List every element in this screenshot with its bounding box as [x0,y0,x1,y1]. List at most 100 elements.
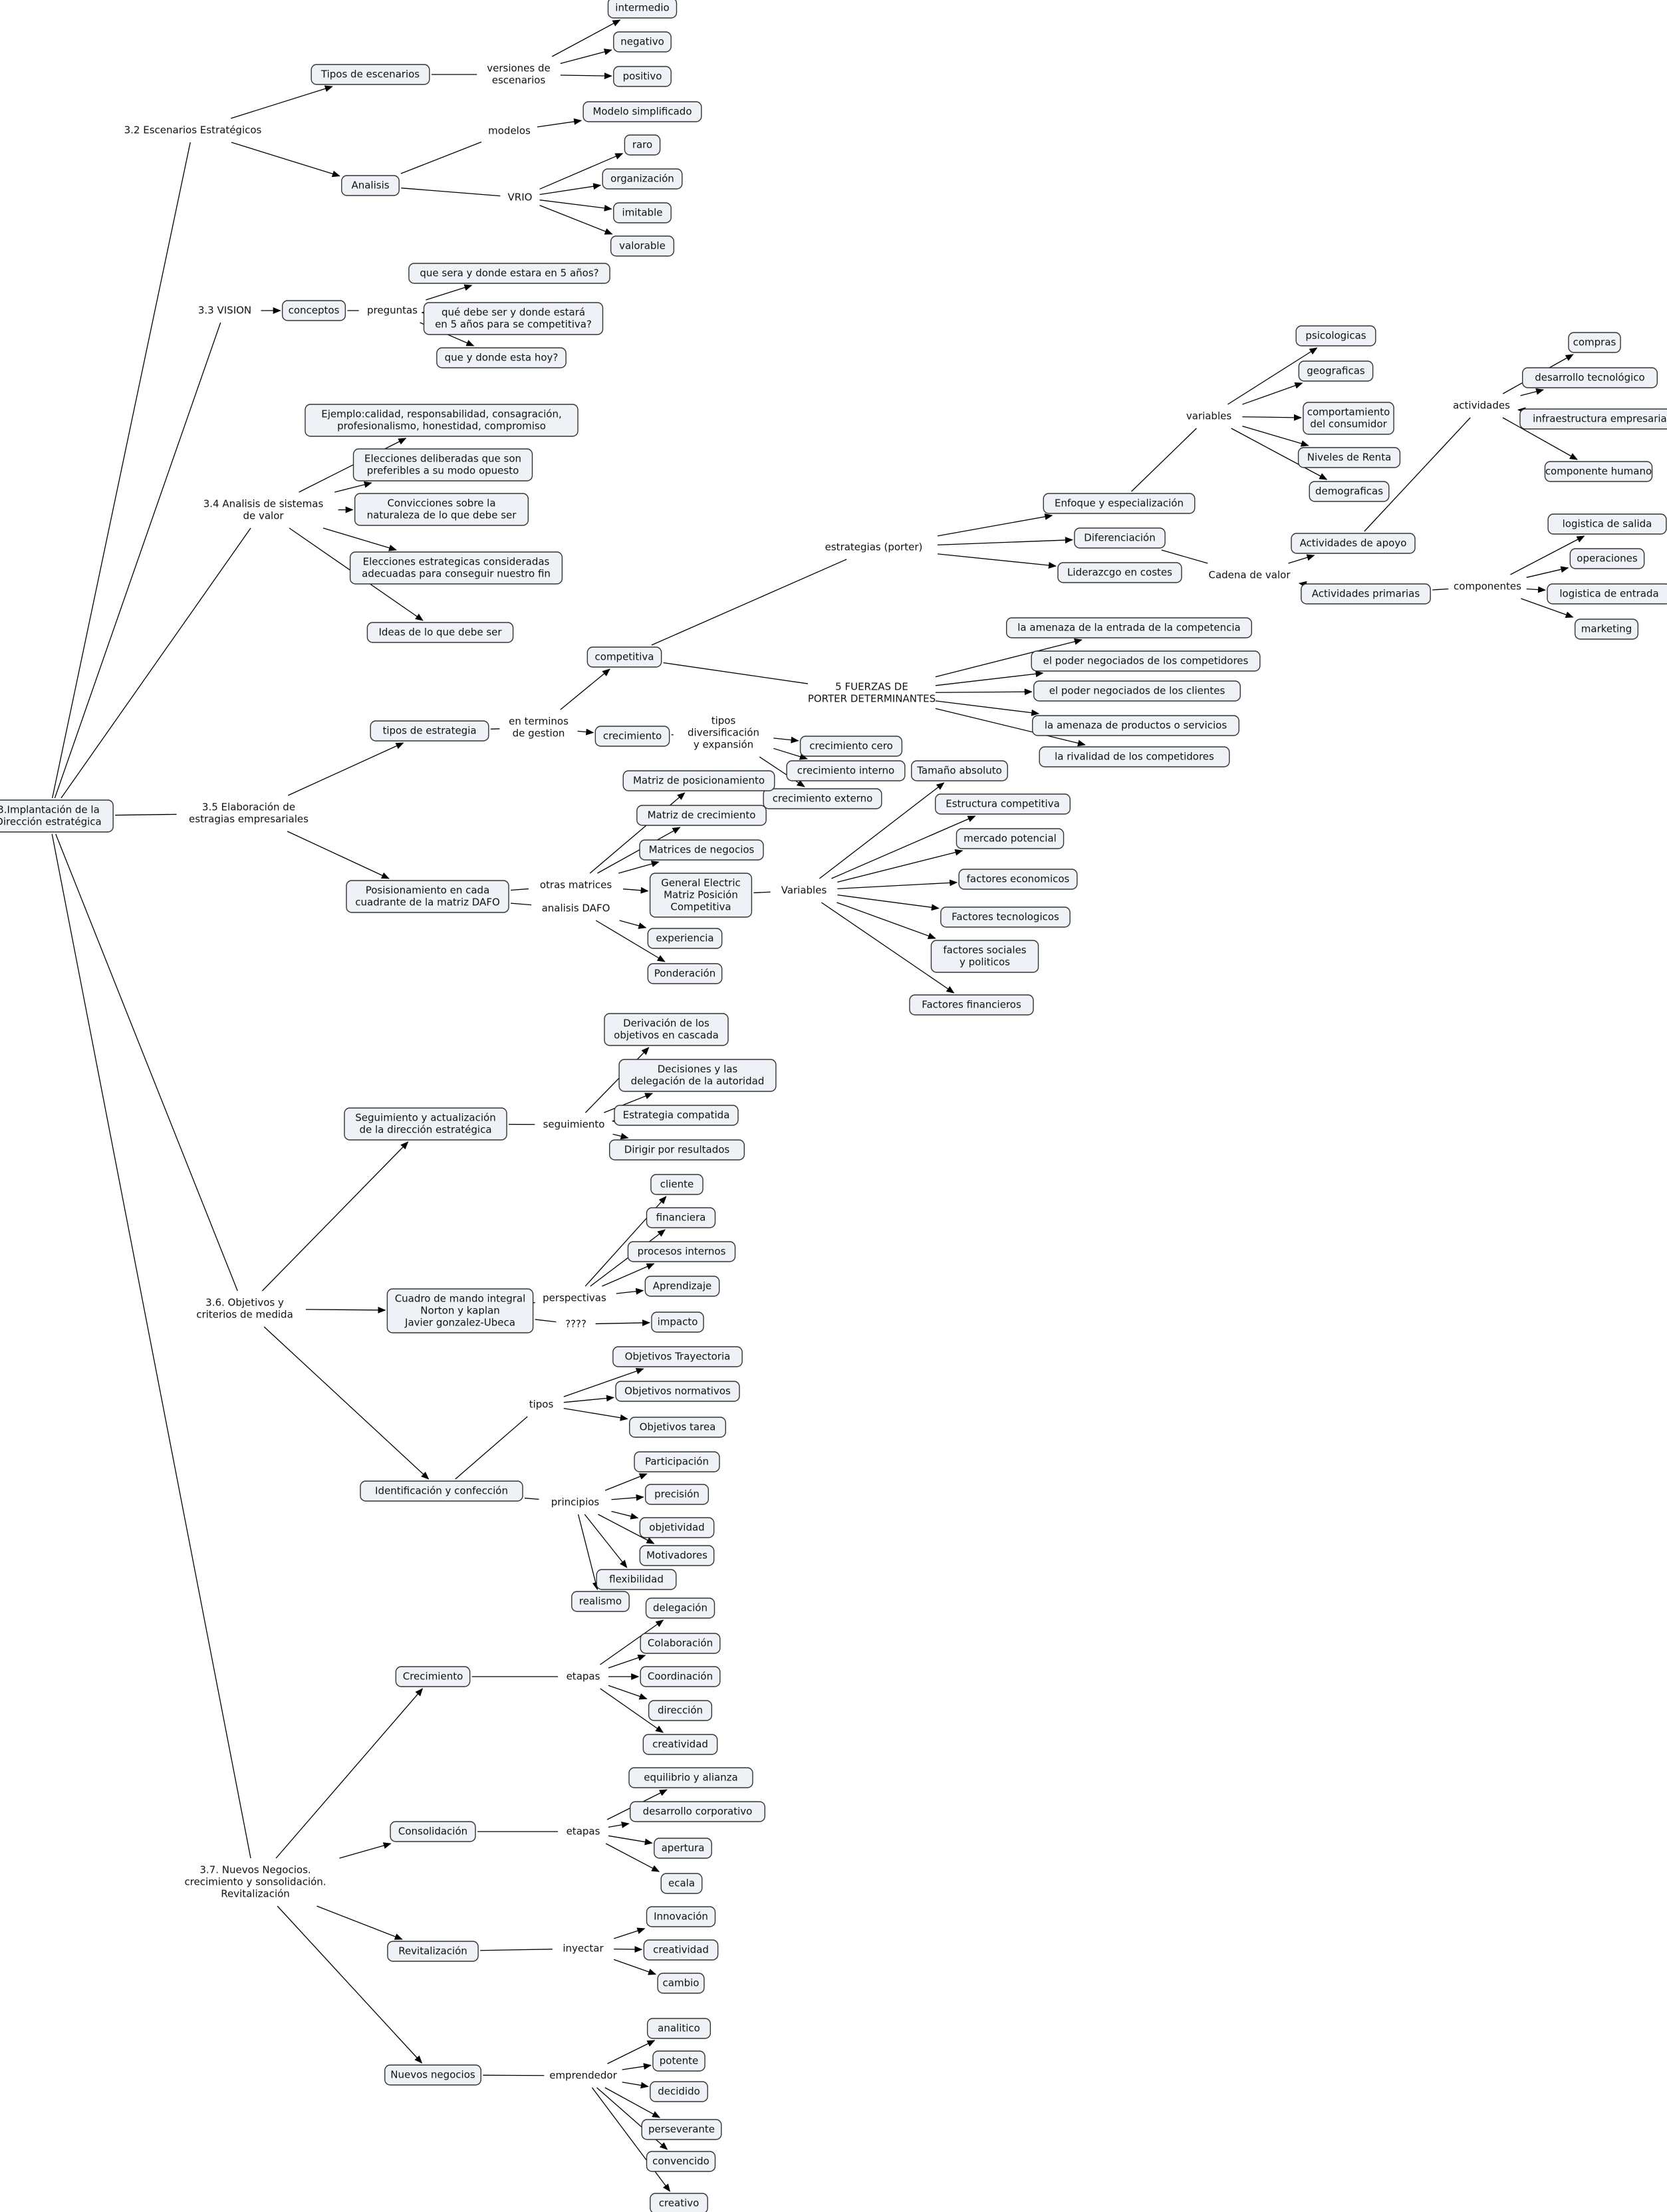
concept-box-creatividad2: creatividad [643,1939,719,1961]
node-label: impacto [658,1316,698,1328]
concept-box-negativo: negativo [613,31,672,53]
node-label: Innovación [654,1911,708,1923]
edge-valor-to-v4 [322,527,397,551]
node-label: competitiva [595,651,654,663]
concept-box-act-prim: Actividades primarias [1301,583,1431,605]
box-shape [622,770,775,791]
edge-tipos-obj-to-o2 [563,1395,614,1403]
box-shape [586,646,662,668]
label-backdrop [487,124,531,138]
node-label: perseverante [648,2124,715,2136]
edge-esc-to-analisis [231,142,340,178]
box-shape [582,101,702,122]
concept-box-precision: precisión [644,1484,709,1505]
node-label: crecimiento cero [809,740,893,752]
concept-box-act-apoyo: Actividades de apoyo [1291,533,1416,554]
concept-box-mercado: mercado potencial [956,828,1065,849]
concept-box-crec-externo: crecimiento externo [763,788,882,809]
box-shape [639,1517,715,1538]
edge-seguimiento-to-s4 [612,1133,629,1140]
label-backdrop [563,1317,589,1331]
concept-box-fact-tec: Factores tecnologicos [940,906,1071,928]
node-label: Cadena de valor [1209,569,1291,581]
concept-box-tipos-estr: tipos de estrategia [370,720,489,742]
box-shape [1547,513,1667,535]
concept-box-n-revit: Revitalización [387,1941,479,1962]
edge-etapas2-to-des-corp [608,1821,630,1828]
concept-box-procesos: procesos internos [627,1241,736,1262]
box-shape [1547,583,1667,605]
edge-estr-porter-to-liderazgo [937,553,1057,569]
node-label: creatividad [653,1944,709,1956]
box-shape [634,1451,720,1472]
box-shape [349,551,563,585]
concept-box-ponderacion: Ponderación [647,963,723,984]
edge-principios-to-flexibilidad [584,1514,628,1568]
link-label-actividades: actividades [1449,399,1514,412]
node-label: Motivadores [646,1550,707,1562]
label-backdrop [506,715,571,740]
node-label: preguntas [367,305,418,317]
node-label: positivo [623,70,662,82]
edge-act-prim-to-componentes [1432,588,1449,591]
node-label: analisis DAFO [542,902,610,914]
edge-cadena-to-act-apoyo [1288,554,1315,564]
box-shape [650,1174,704,1195]
edge-objetivos-to-seguim-box [261,1141,409,1292]
box-shape [1301,583,1431,605]
box-shape [647,928,723,949]
concept-box-s3: Estrategia compatida [614,1105,739,1126]
node-label: Coordinación [648,1671,713,1683]
concept-box-motivadores: Motivadores [639,1545,715,1566]
edge-tipos-obj-to-o1 [563,1367,644,1397]
link-label-etapas1: etapas [565,1670,602,1683]
node-label: dirección [658,1705,703,1717]
edge-root-to-esc [52,142,191,799]
concept-box-f4: la amenaza de productos o servicios [1032,715,1239,736]
concept-box-aprendizaje: Aprendizaje [644,1276,720,1297]
concept-box-geograficas: geograficas [1298,360,1374,382]
box-shape [615,1381,740,1402]
label-backdrop [565,1825,602,1838]
edge-analisis-to-vrio [401,188,501,197]
node-label: principios [551,1496,600,1508]
edge-otras-matrices-to-ge [623,887,649,894]
node-label: Colaboración [648,1637,713,1649]
node-label: otras matrices [540,879,612,891]
edge-componentes-to-operaciones [1526,566,1569,578]
edge-objetivos-to-ident [263,1326,430,1480]
node-label: la amenaza de la entrada de la competenc… [1017,622,1240,634]
link-label-principios: principios [545,1496,605,1509]
node-label: Consolidación [398,1826,467,1838]
box-shape [1569,548,1645,569]
box-shape [607,0,678,19]
concept-box-direccion: dirección [648,1700,713,1721]
edge-variables2-to-fact-tec [837,895,940,911]
edge-variables2-to-tam-abs [819,782,945,879]
edge-fuerzas-to-f5 [935,708,1086,747]
concept-box-demograficas: demograficas [1309,481,1390,502]
node-label: inyectar [563,1943,604,1955]
node-label: Diferenciación [1084,532,1156,544]
concept-box-m-neg: Matrices de negocios [639,839,764,861]
concept-box-f5: la rivalidad de los competidores [1039,746,1230,767]
link-label-esc: 3.2 Escenarios Estratégicos [116,124,270,137]
concept-box-objetividad: objetividad [639,1517,715,1538]
concept-box-desarrollo-tec: desarrollo tecnológico [1521,367,1658,388]
concept-box-log-salida: logistica de salida [1547,513,1667,535]
link-label-estr-porter: estrategias (porter) [817,541,931,554]
concept-box-crec-cero: crecimiento cero [799,736,903,757]
label-backdrop [507,191,533,204]
box-shape [1519,408,1667,430]
box-shape [651,1312,704,1333]
link-label-variables2: Variables [777,884,831,897]
edge-inyectar-to-cambio [613,1959,657,1975]
